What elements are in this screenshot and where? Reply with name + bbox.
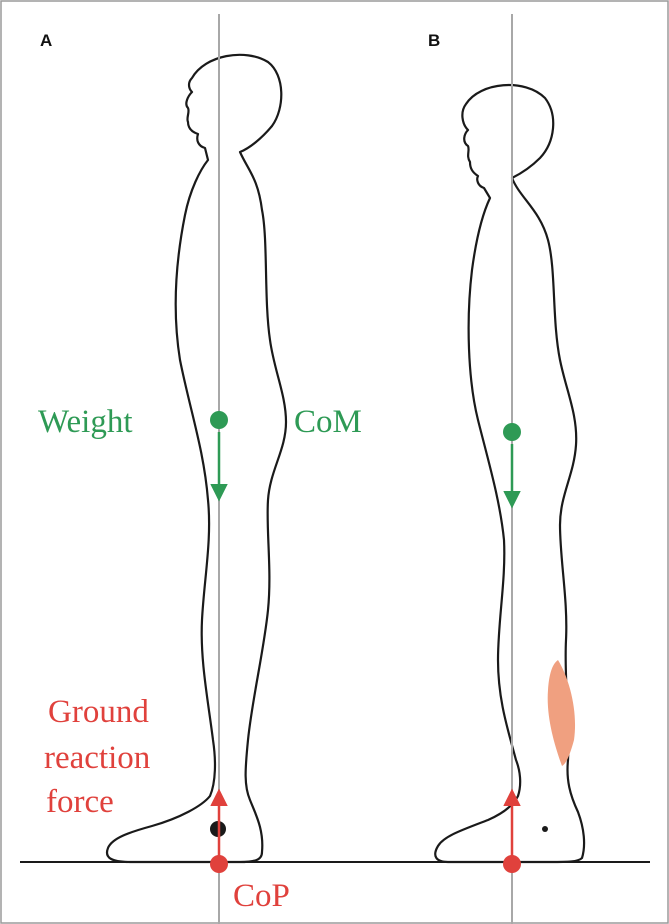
cop-point-a	[210, 855, 228, 873]
grf-label-line3: force	[46, 784, 114, 820]
panel-b-letter: B	[428, 31, 440, 50]
ankle-joint-b	[542, 826, 548, 832]
com-point-b	[503, 423, 521, 441]
calf-muscle-b	[548, 660, 575, 766]
com-point-a	[210, 411, 228, 429]
panel-a-letter: A	[40, 31, 52, 50]
cop-point-b	[503, 855, 521, 873]
panel-b	[435, 14, 584, 924]
panel-a	[107, 14, 286, 924]
grf-label-line2: reaction	[44, 740, 150, 776]
com-label: CoM	[294, 404, 362, 440]
weight-label: Weight	[38, 404, 133, 440]
cop-label: CoP	[233, 878, 290, 914]
grf-label-line1: Ground	[48, 694, 149, 730]
